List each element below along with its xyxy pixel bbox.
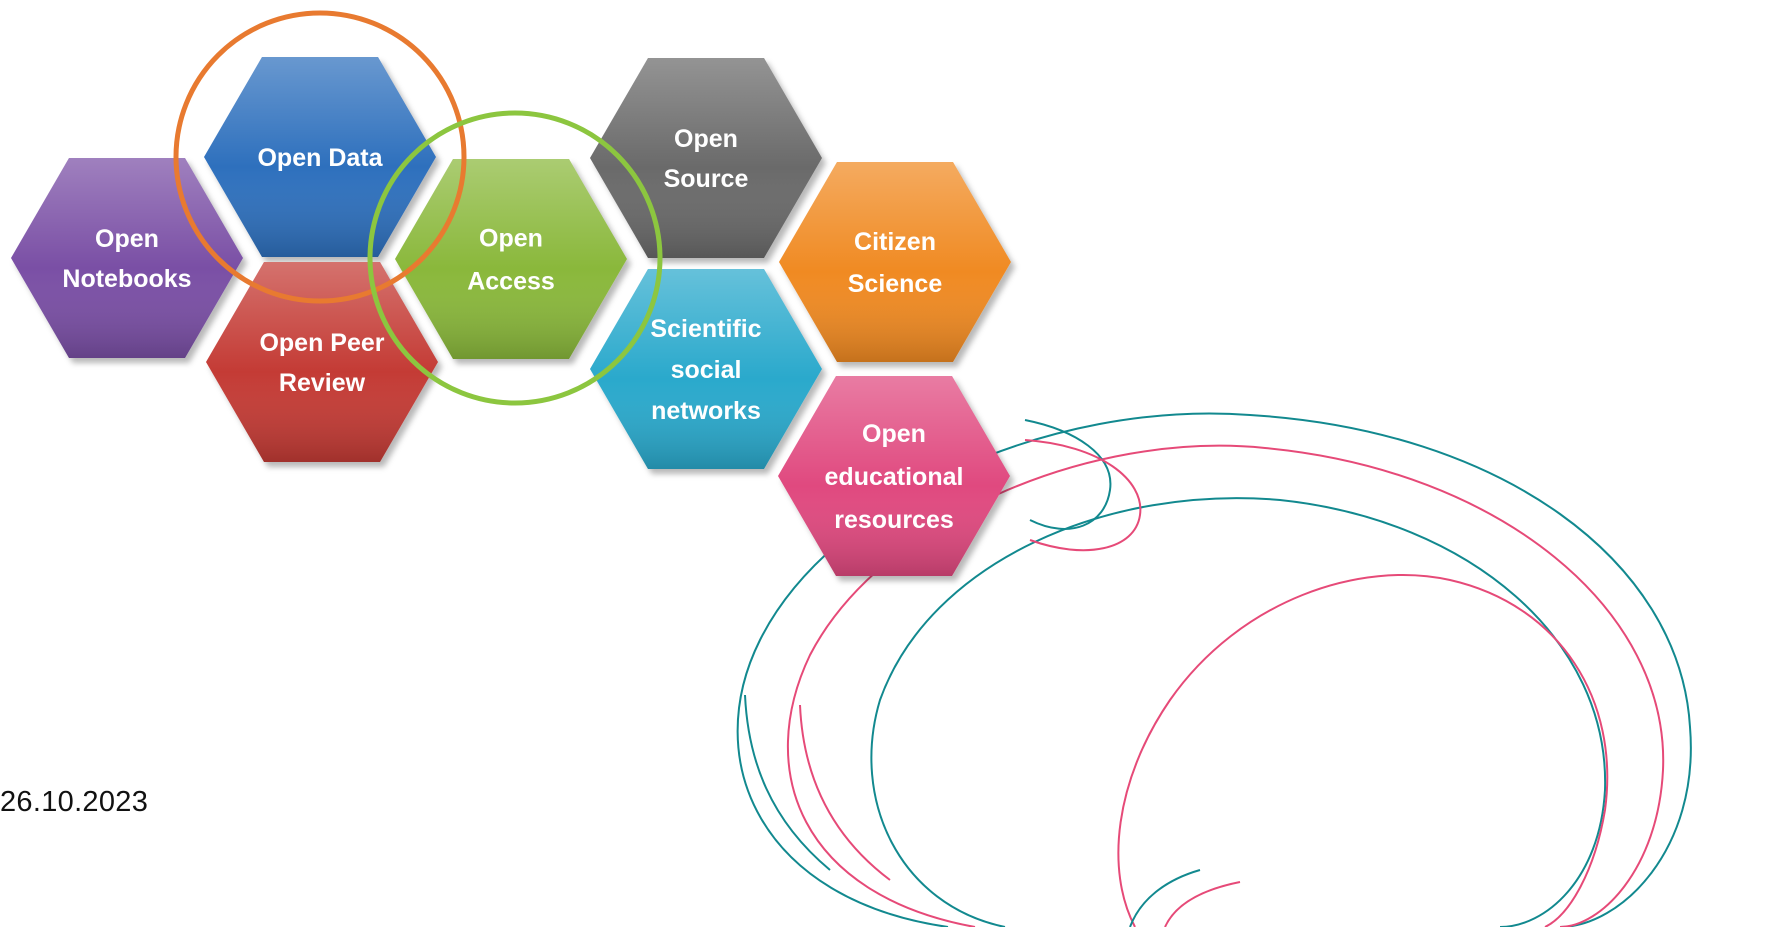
hexagon-label: Science	[848, 270, 943, 298]
hexagon-label: Access	[467, 268, 555, 296]
hexagon-label: Citizen	[854, 228, 936, 256]
hexagon-label: Open Peer	[259, 329, 384, 357]
highlight-rings	[173, 10, 663, 406]
swirl-line-0	[736, 412, 1692, 927]
hexagon-shine	[206, 262, 438, 462]
hexagon-label: Open	[862, 420, 926, 448]
hexagon-label: Open	[479, 225, 543, 253]
swirl-line-2	[870, 497, 1607, 927]
hexagon-label: Review	[279, 369, 366, 397]
hexagon-label: Open Data	[257, 144, 383, 172]
hexagon-shine	[395, 159, 627, 359]
swirl-line-6	[1024, 419, 1112, 530]
hexagon-shine	[11, 158, 243, 358]
hexagon-label: Open	[95, 225, 159, 253]
decorative-swirl	[736, 412, 1692, 927]
hexagon-label: educational	[825, 463, 964, 491]
hexagon-shine	[779, 162, 1011, 362]
swirl-line-9	[1164, 881, 1241, 927]
hexagon-label: networks	[651, 397, 761, 425]
hexagon-scientific-social-networks: Scientific social networks	[590, 269, 822, 469]
hexagon-open-data: Open Data	[204, 57, 436, 257]
open-data-ring	[173, 10, 467, 304]
swirl-line-3	[1117, 574, 1609, 927]
hexagon-shine	[778, 376, 1010, 576]
hexagon-open-educational-resources: Open educational resources	[778, 376, 1010, 576]
swirl-line-8	[1129, 869, 1201, 927]
hexagon-label: Source	[664, 165, 749, 193]
swirl-line-4	[744, 694, 831, 871]
hexagon-shine	[590, 58, 822, 258]
open-access-ring	[367, 110, 663, 406]
hexagon-label: Scientific	[650, 315, 761, 343]
swirl-line-5	[799, 704, 891, 881]
hexagon-label: resources	[834, 506, 954, 534]
hexagon-label: Notebooks	[62, 265, 191, 293]
hexagon-label: social	[671, 356, 742, 384]
hexagon-label: Open	[674, 125, 738, 153]
swirl-line-7	[1024, 439, 1142, 552]
swirl-line-1	[787, 444, 1665, 927]
date-label: 26.10.2023	[0, 786, 149, 818]
